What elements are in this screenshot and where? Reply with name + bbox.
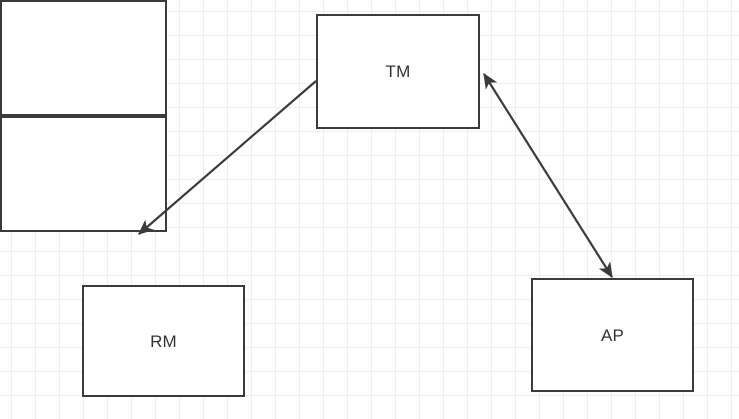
node-tm-label: TM [385,62,411,81]
node-rm-label: RM [150,331,177,351]
node-rm[interactable]: RM [82,285,245,397]
node-rm-stack-sheet-middle [0,116,167,232]
edge-tm-to-ap[interactable] [483,72,613,279]
node-ap[interactable]: AP [531,278,694,392]
node-tm[interactable]: TM [316,14,480,129]
node-rm-stack-sheet-back [0,0,167,116]
node-ap-label: AP [600,325,625,345]
